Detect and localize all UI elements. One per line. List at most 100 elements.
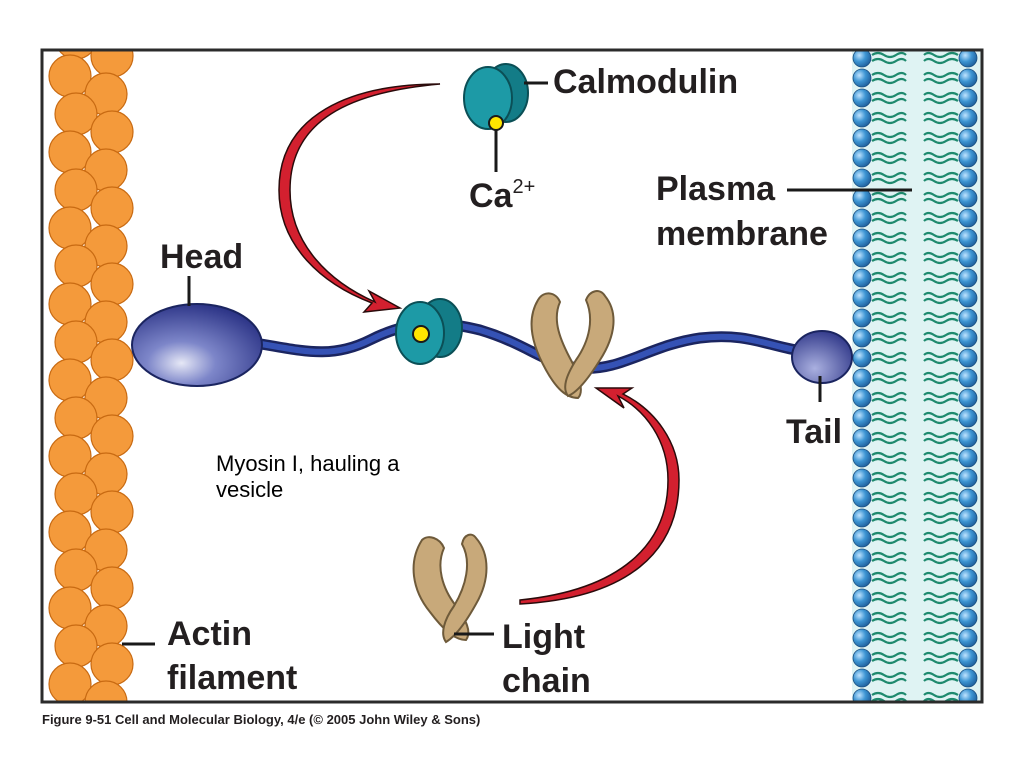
- lipid-tail: [923, 51, 959, 59]
- lipid-tail: [924, 713, 958, 717]
- lipid-tail: [871, 217, 907, 225]
- lipid-head: [852, 50, 872, 68]
- lipid-tail: [871, 317, 907, 325]
- lipid-tail: [923, 497, 959, 505]
- lipid-tail: [923, 591, 959, 599]
- head-label: Head: [160, 238, 243, 276]
- lipid-head: [958, 428, 978, 448]
- lipid-head: [958, 668, 978, 688]
- lipid-tail: [923, 531, 959, 539]
- actin-filament: [48, 50, 134, 702]
- lipid-tail: [923, 557, 959, 565]
- lipid-head: [852, 508, 872, 528]
- lipid-head: [958, 648, 978, 668]
- lipid-tail: [871, 97, 907, 105]
- lipid-head: [958, 68, 978, 88]
- lipid-tail: [923, 237, 959, 245]
- lipid-tail: [871, 171, 907, 179]
- lipid-tail: [923, 331, 959, 339]
- plasma-label-line2: membrane: [656, 215, 828, 253]
- lipid-tail: [923, 211, 959, 219]
- lipid-tail: [923, 91, 959, 99]
- lipid-head: [852, 288, 872, 308]
- lipid-tail: [871, 551, 907, 559]
- lipid-tail: [871, 477, 907, 485]
- myosin-rod-highlight: [252, 320, 813, 372]
- lipid-head: [958, 528, 978, 548]
- binding-arrow-light-chain: [519, 387, 680, 605]
- lipid-head: [852, 128, 872, 148]
- lipid-head: [958, 508, 978, 528]
- lipid-tail: [871, 137, 907, 145]
- actin-subunit: [48, 662, 92, 702]
- lipid-head: [852, 548, 872, 568]
- lipid-head: [958, 88, 978, 108]
- lipid-tail: [923, 611, 959, 619]
- free-calmodulin: [463, 63, 529, 172]
- lipid-tail: [923, 111, 959, 119]
- lipid-head: [852, 208, 872, 228]
- lipid-head: [852, 608, 872, 628]
- lipid-tail: [871, 531, 907, 539]
- lipid-tail: [871, 657, 907, 665]
- lipid-tail: [923, 397, 959, 405]
- lipid-tail: [871, 231, 907, 239]
- lipid-head: [852, 248, 872, 268]
- lipid-tail: [871, 417, 907, 425]
- lipid-head: [958, 628, 978, 648]
- lipid-tail: [871, 297, 907, 305]
- lipid-tail: [871, 311, 907, 319]
- lipid-tail: [871, 111, 907, 119]
- lipid-tail: [923, 291, 959, 299]
- lipid-head: [958, 328, 978, 348]
- myosin-tail: [791, 330, 853, 384]
- lipid-tail: [871, 631, 907, 639]
- annotation-line1: Myosin I, hauling a: [216, 451, 400, 476]
- binding-arrow-calmodulin: [278, 83, 441, 313]
- lipid-tail: [871, 331, 907, 339]
- lipid-tail: [871, 591, 907, 599]
- actin-subunit: [90, 186, 134, 230]
- lipid-tail: [923, 551, 959, 559]
- lipid-head: [958, 548, 978, 568]
- lipid-tail: [871, 151, 907, 159]
- actin-subunit: [90, 338, 134, 382]
- lipid-head: [852, 448, 872, 468]
- bound-light-chain: [530, 290, 615, 400]
- lipid-head: [958, 308, 978, 328]
- lipid-tail: [871, 677, 907, 685]
- lipid-head: [958, 148, 978, 168]
- lipid-tail: [871, 91, 907, 99]
- lipid-tail: [924, 719, 958, 723]
- lipid-tail: [923, 251, 959, 259]
- lipid-tail: [923, 471, 959, 479]
- lipid-tail: [923, 157, 959, 165]
- lipid-head: [958, 388, 978, 408]
- lipid-tail: [871, 237, 907, 245]
- lipid-head: [852, 148, 872, 168]
- lipid-tail: [923, 77, 959, 85]
- lipid-tail: [923, 691, 959, 699]
- lipid-bilayer: [852, 50, 978, 727]
- lipid-tail: [871, 337, 907, 345]
- lipid-head: [852, 628, 872, 648]
- calmodulin-label: Calmodulin: [553, 63, 738, 101]
- lipid-head: [958, 488, 978, 508]
- lipid-tail: [923, 391, 959, 399]
- lipid-tail: [871, 71, 907, 79]
- lipid-head: [852, 388, 872, 408]
- lipid-tail: [923, 311, 959, 319]
- figure-caption: Figure 9-51 Cell and Molecular Biology, …: [42, 712, 480, 727]
- lipid-tail: [871, 597, 907, 605]
- lipid-tail: [923, 517, 959, 525]
- lipid-tail: [923, 417, 959, 425]
- lipid-tail: [923, 451, 959, 459]
- lipid-head: [958, 228, 978, 248]
- lipid-head: [853, 709, 871, 727]
- tail-label: Tail: [786, 413, 842, 451]
- lipid-tail: [923, 171, 959, 179]
- lipid-head: [958, 188, 978, 208]
- lipid-tail: [871, 611, 907, 619]
- lipid-tail: [923, 351, 959, 359]
- lipid-head: [852, 228, 872, 248]
